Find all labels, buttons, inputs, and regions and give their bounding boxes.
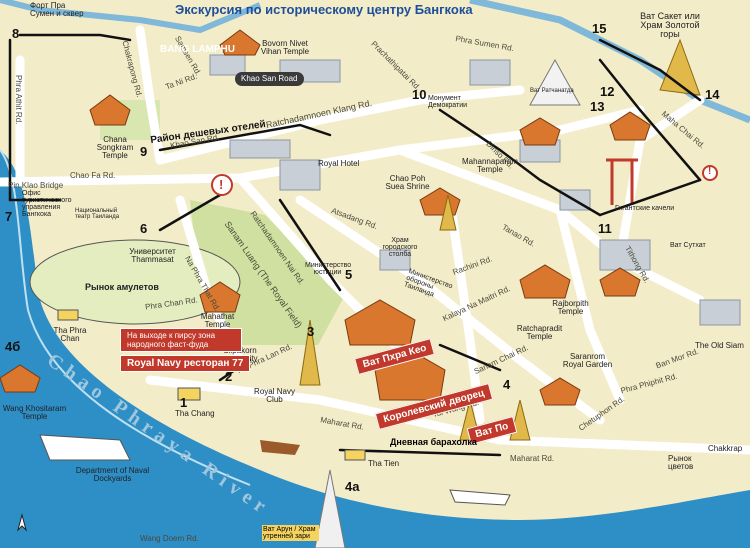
ru-swing: Гигантские качели <box>615 205 675 212</box>
route-number-14: 14 <box>705 87 720 102</box>
ru-wat-suthat: Ват Сутхат <box>670 242 706 249</box>
ru-justice-ministry: Министерство юстиции <box>305 262 352 276</box>
amulet-market-area <box>29 239 241 325</box>
navy-restaurant-label: Royal Navy ресторан <box>127 358 230 369</box>
route-number-8: 8 <box>12 26 20 41</box>
place-dept-naval: Department of Naval Dockyards <box>75 466 150 483</box>
place-royal-navy-club: Royal Navy Club <box>254 387 295 404</box>
ru-fort: Форт Пра Сумен и сквер <box>30 1 84 18</box>
ru-theatre: Национальный театр Таиланда <box>75 208 120 220</box>
place-chakkrap: Chakkrap <box>708 444 743 453</box>
route-number-4a: 4а <box>345 479 360 494</box>
place-chao-poh: Chao Poh Suea Shrine <box>385 174 430 191</box>
place-tha-tien: Tha Tien <box>368 459 400 468</box>
ru-democracy: Монумент Демократии <box>428 95 468 109</box>
route-number-4b: 4б <box>5 339 21 354</box>
ru-amulet-market: Рынок амулетов <box>85 282 159 292</box>
street-maharat-2: Maharat Rd. <box>510 454 555 463</box>
street-chao-fa: Chao Fa Rd. <box>70 171 116 180</box>
place-the-old-siam: The Old Siam <box>695 341 744 350</box>
place-saranrom: Saranrom Royal Garden <box>562 352 613 369</box>
route-number-2: 2 <box>225 369 233 384</box>
route-number-4: 4 <box>503 377 511 392</box>
route-number-11: 11 <box>598 221 612 236</box>
route-number-7: 7 <box>5 209 13 224</box>
street-pin-klao: Pin Klao Bridge <box>8 181 64 190</box>
route-number-5: 5 <box>345 267 353 282</box>
ru-wat-arun: Ват Арун / Храм утренней зари <box>262 525 319 541</box>
ru-navy-restaurant: Royal Navy ресторан 77 <box>120 355 251 372</box>
place-khao-san-road: Khao San Road <box>235 72 304 86</box>
place-khositaram: Wang Khositaram Temple <box>2 404 67 421</box>
route-number-13: 13 <box>590 99 605 114</box>
route-number-15: 15 <box>592 21 607 36</box>
warning-circle-1 <box>211 174 233 196</box>
place-mahathat: Mahathat Temple <box>200 312 235 329</box>
place-bovorn: Bovorn Nivet Vihan Temple <box>260 39 310 56</box>
route-number-12: 12 <box>600 84 615 99</box>
route-number-10: 10 <box>412 87 427 102</box>
ru-tourism-office: Офис туристического управления Бангкока <box>22 190 72 218</box>
place-tha-chang: Tha Chang <box>175 409 215 418</box>
warning-mark-1: ! <box>219 177 224 192</box>
ru-thammasat: Университет Thammasat <box>129 247 176 264</box>
chao-phraya-river <box>0 150 750 548</box>
route-number-3: 3 <box>307 324 315 339</box>
place-rajborpith: Rajborpith Temple <box>552 299 589 316</box>
place-mahannaparam: Mahannaparam Temple <box>461 157 519 174</box>
place-ratchapradit: Ratchapradit Temple <box>516 324 563 341</box>
route-number-6: 6 <box>140 221 148 236</box>
place-tha-phra-chan: Tha Phra Chan <box>53 326 87 343</box>
street-phra-athit: Phra Athit Rd. <box>14 75 23 125</box>
district-bang-lamphu: BANG LAMPHU <box>160 44 235 55</box>
warning-circle-2 <box>702 165 718 181</box>
ru-city-pillar: Храм городского столба <box>382 237 418 258</box>
ru-flower-market: Рынок цветов <box>668 454 694 471</box>
ru-wat-ratchanatda: Ват Ратчанатда <box>530 88 574 94</box>
place-chana-songkram: Chana Songkram Temple <box>96 135 134 160</box>
warning-mark-2: ! <box>708 166 712 177</box>
route-number-9: 9 <box>140 144 148 159</box>
map-title: Экскурсия по историческому центру Бангко… <box>175 2 473 17</box>
ru-wat-saket: Ват Сакет или Храм Золотой горы <box>640 11 700 39</box>
ru-flea-market: Дневная барахолка <box>390 437 477 447</box>
compass <box>17 513 27 532</box>
route-number-1: 1 <box>180 395 188 410</box>
ru-pier-note: На выходе к пирсу зона народного фаст-фу… <box>120 328 242 352</box>
street-wang-doem: Wang Doem Rd. <box>140 534 199 543</box>
place-royal-hotel: Royal Hotel <box>318 159 360 168</box>
restaurant-number: 77 <box>232 358 244 369</box>
